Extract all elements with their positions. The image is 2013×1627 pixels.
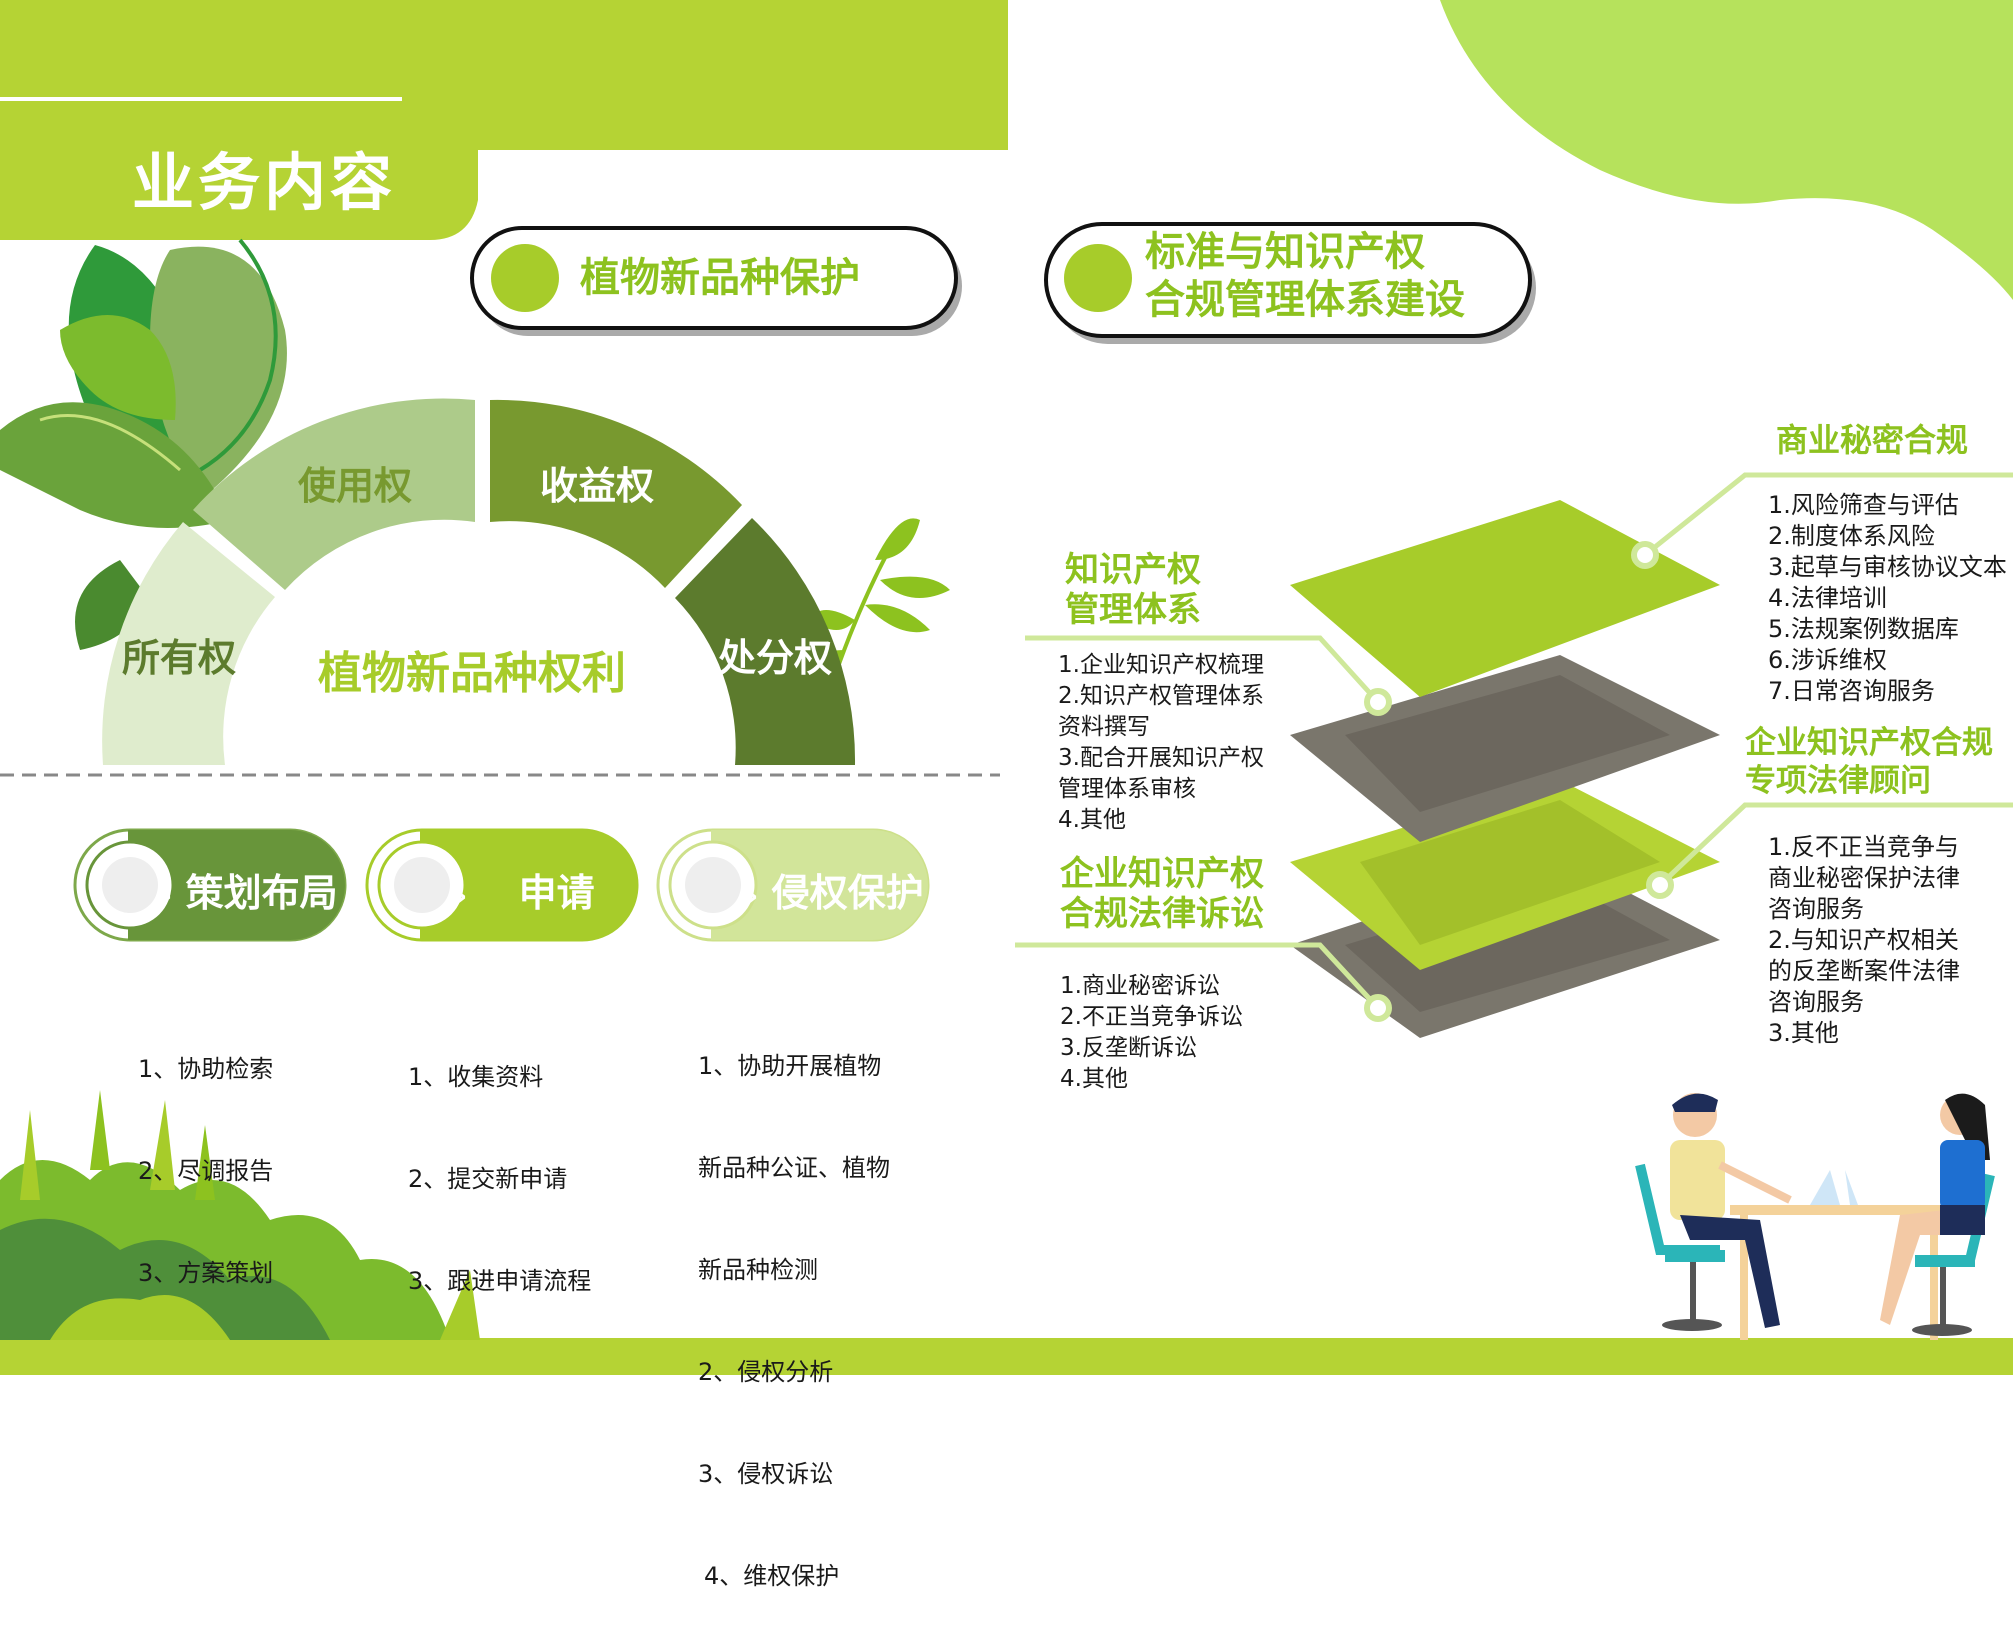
list-item: 4.其他 bbox=[1058, 807, 1126, 833]
background-artwork bbox=[0, 0, 2013, 1375]
chevron-right-icon: › bbox=[455, 879, 468, 914]
rights-arc bbox=[102, 398, 856, 765]
arc-label-ownership: 所有权 bbox=[122, 636, 237, 680]
trade-secret-title: 商业秘密合规 bbox=[1776, 421, 1969, 459]
list-item: 7.日常咨询服务 bbox=[1768, 677, 1935, 705]
ip-system-list: 1.企业知识产权梳理 2.知识产权管理体系 资料撰写 3.配合开展知识产权 管理… bbox=[1058, 650, 1264, 836]
title-line: 合规法律诉讼 bbox=[1060, 894, 1264, 934]
header-tab bbox=[0, 150, 478, 240]
title-line: 知识产权 bbox=[1065, 550, 1201, 590]
step-list-apply: 1、收集资料 2、提交新申请 3、跟进申请流程 bbox=[408, 992, 591, 1332]
list-item: 3.配合开展知识产权 bbox=[1058, 745, 1264, 771]
header-line bbox=[0, 97, 402, 101]
list-item: 1.商业秘密诉讼 bbox=[1060, 973, 1220, 999]
step-label: 申请 bbox=[518, 871, 595, 915]
page-title: 业务内容 bbox=[132, 146, 397, 219]
list-item: 4、维权保护 bbox=[704, 1562, 840, 1590]
step-label: 侵权保护 bbox=[771, 871, 924, 915]
title-line: 管理体系 bbox=[1065, 590, 1201, 630]
step-button-apply[interactable]: › 申请 bbox=[455, 862, 595, 917]
list-item: 咨询服务 bbox=[1768, 988, 1864, 1016]
list-item: 资料撰写 bbox=[1058, 714, 1150, 740]
step-button-planning[interactable]: › 策划布局 bbox=[160, 862, 338, 917]
connectors bbox=[1015, 472, 2013, 1010]
list-item: 1、协助检索 bbox=[138, 1055, 274, 1083]
leaf-cluster-left bbox=[0, 238, 287, 650]
list-item: 2、尽调报告 bbox=[138, 1157, 274, 1185]
pill-plant-variety[interactable]: 植物新品种保护 bbox=[580, 255, 860, 301]
list-item: 2.制度体系风险 bbox=[1768, 522, 1935, 550]
list-item: 3、跟进申请流程 bbox=[408, 1267, 592, 1295]
list-item: 3.反垄断诉讼 bbox=[1060, 1035, 1197, 1061]
bottom-band bbox=[0, 1338, 2013, 1375]
connector-dots bbox=[1364, 541, 1674, 1022]
list-item: 新品种公证、植物 bbox=[698, 1154, 890, 1182]
arc-label-income: 收益权 bbox=[540, 464, 655, 508]
list-item: 4.法律培训 bbox=[1768, 584, 1887, 612]
list-item: 4.其他 bbox=[1060, 1066, 1128, 1092]
litigation-list: 1.商业秘密诉讼 2.不正当竞争诉讼 3.反垄断诉讼 4.其他 bbox=[1060, 971, 1243, 1095]
legal-advisor-title: 企业知识产权合规 专项法律顾问 bbox=[1745, 724, 1993, 800]
bushes bbox=[0, 1090, 480, 1340]
meeting-illustration bbox=[1635, 1093, 1995, 1340]
arc-label-use: 使用权 bbox=[298, 464, 413, 508]
arc-center-title: 植物新品种权利 bbox=[318, 648, 626, 699]
list-item: 1、协助开展植物 bbox=[698, 1052, 882, 1080]
list-item: 3.起草与审核协议文本 bbox=[1768, 553, 2007, 581]
step-label: 策划布局 bbox=[185, 871, 338, 915]
list-item: 2.知识产权管理体系 bbox=[1058, 683, 1264, 709]
list-item: 5.法规案例数据库 bbox=[1768, 615, 1959, 643]
list-item: 新品种检测 bbox=[698, 1256, 818, 1284]
chevron-right-icon: › bbox=[160, 879, 173, 914]
list-item: 2.与知识产权相关 bbox=[1768, 926, 1959, 954]
list-item: 6.涉诉维权 bbox=[1768, 646, 1887, 674]
list-item: 1.风险筛查与评估 bbox=[1768, 491, 1959, 519]
step-button-infringement[interactable]: › 侵权保护 bbox=[746, 862, 924, 917]
process-buttons bbox=[73, 828, 930, 942]
arc-label-disposal: 处分权 bbox=[718, 636, 833, 680]
list-item: 管理体系审核 bbox=[1058, 776, 1196, 802]
list-item: 1、收集资料 bbox=[408, 1063, 544, 1091]
list-item: 咨询服务 bbox=[1768, 895, 1864, 923]
list-item: 3.其他 bbox=[1768, 1019, 1839, 1047]
legal-advisor-list: 1.反不正当竞争与 商业秘密保护法律 咨询服务 2.与知识产权相关 的反垄断案件… bbox=[1768, 832, 1960, 1049]
litigation-title: 企业知识产权 合规法律诉讼 bbox=[1060, 854, 1264, 934]
list-item: 3、方案策划 bbox=[138, 1259, 274, 1287]
title-line: 企业知识产权 bbox=[1060, 854, 1264, 894]
step-list-infringement: 1、协助开展植物 新品种公证、植物 新品种检测 2、侵权分析 3、侵权诉讼 4、… bbox=[698, 981, 890, 1627]
pill-line-2: 合规管理体系建设 bbox=[1145, 277, 1465, 323]
list-item: 1.企业知识产权梳理 bbox=[1058, 652, 1264, 678]
list-item: 2、提交新申请 bbox=[408, 1165, 568, 1193]
title-line: 专项法律顾问 bbox=[1745, 763, 1931, 799]
pill-standards-compliance[interactable]: 标准与知识产权 合规管理体系建设 bbox=[1145, 228, 1465, 324]
layer-stack bbox=[1290, 500, 1720, 1038]
list-item: 商业秘密保护法律 bbox=[1768, 864, 1960, 892]
list-item: 1.反不正当竞争与 bbox=[1768, 833, 1959, 861]
ip-system-title: 知识产权 管理体系 bbox=[1065, 550, 1201, 630]
trade-secret-list: 1.风险筛查与评估 2.制度体系风险 3.起草与审核协议文本 4.法律培训 5.… bbox=[1768, 490, 2007, 707]
corner-blob bbox=[1440, 0, 2013, 300]
list-item: 3、侵权诉讼 bbox=[698, 1460, 834, 1488]
list-item: 2.不正当竞争诉讼 bbox=[1060, 1004, 1243, 1030]
list-item: 2、侵权分析 bbox=[698, 1358, 834, 1386]
pill-line-1: 标准与知识产权 bbox=[1145, 229, 1425, 275]
chevron-right-icon: › bbox=[746, 879, 759, 914]
step-list-planning: 1、协助检索 2、尽调报告 3、方案策划 bbox=[138, 984, 273, 1324]
list-item: 的反垄断案件法律 bbox=[1768, 957, 1960, 985]
header-band bbox=[0, 0, 1008, 150]
title-line: 企业知识产权合规 bbox=[1745, 725, 1993, 761]
